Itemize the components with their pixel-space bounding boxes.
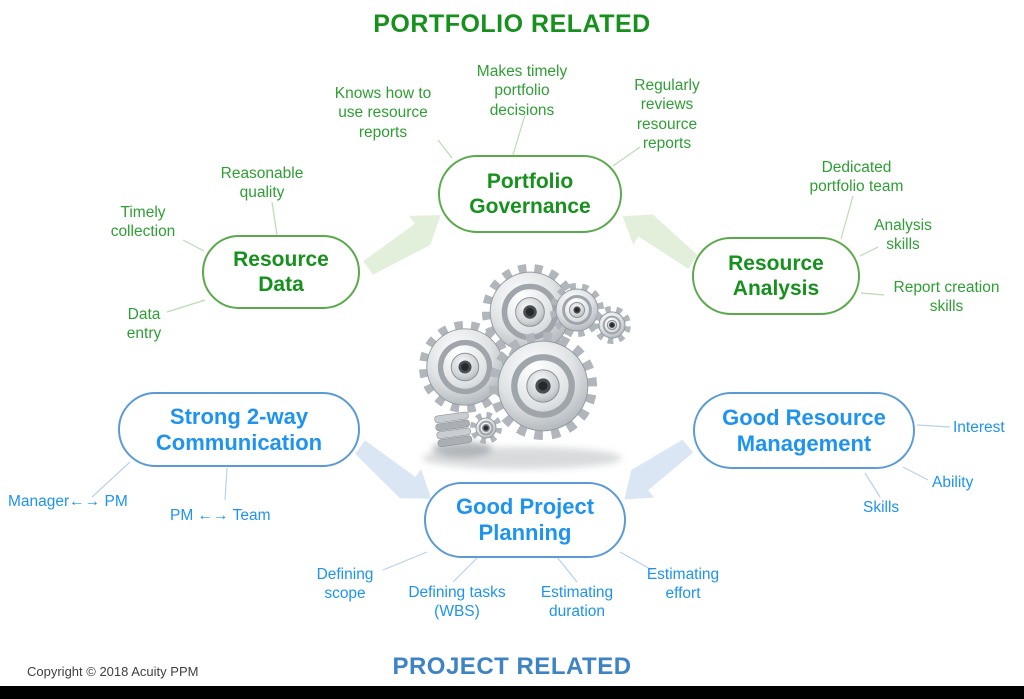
copyright-text: Copyright © 2018 Acuity PPM [27,664,199,679]
factor-defining-scope: Defining scope [316,566,374,603]
bottom-black-bar [0,686,1024,699]
factor-reviews-reports: Regularly reviews resource reports [634,77,700,153]
factor-manager-pm: Manager←→ PM [8,493,128,510]
factor-estimating-effort: Estimating effort [646,566,720,603]
gears-cluster [419,264,631,447]
portfolio-related-title: PORTFOLIO RELATED [373,10,651,38]
factor-timely-collection: Timely collection [110,204,176,241]
factor-defining-tasks: Defining tasks (WBS) [408,584,506,621]
factor-timely-decisions: Makes timely portfolio decisions [476,63,568,119]
factor-knows-reports: Knows how to use resource reports [334,85,432,141]
factor-skills: Skills [863,499,900,516]
bubble-good-project-planning: Good Project Planning [424,482,626,558]
factor-dedicated-team: Dedicated portfolio team [809,159,904,196]
bubble-resource-data: Resource Data [202,235,360,309]
bubble-resource-analysis: Resource Analysis [692,237,860,315]
factor-data-entry: Data entry [126,306,162,343]
bubble-good-resource-management: Good Resource Management [693,392,915,469]
factor-ability: Ability [932,474,974,491]
factor-interest: Interest [953,419,1005,436]
blue-connector-lines [91,424,951,583]
bubble-strong-2way-communication: Strong 2-way Communication [118,392,360,467]
bubble-portfolio-governance: Portfolio Governance [438,155,622,233]
green-connector-lines [166,114,885,313]
factor-pm-team: PM ←→ Team [170,507,271,524]
factor-analysis-skills: Analysis skills [874,217,932,254]
factor-estimating-duration: Estimating duration [540,584,614,621]
project-related-title: PROJECT RELATED [392,653,632,680]
factor-report-creation-skills: Report creation skills [893,279,1000,316]
factor-reasonable-quality: Reasonable quality [220,165,304,202]
